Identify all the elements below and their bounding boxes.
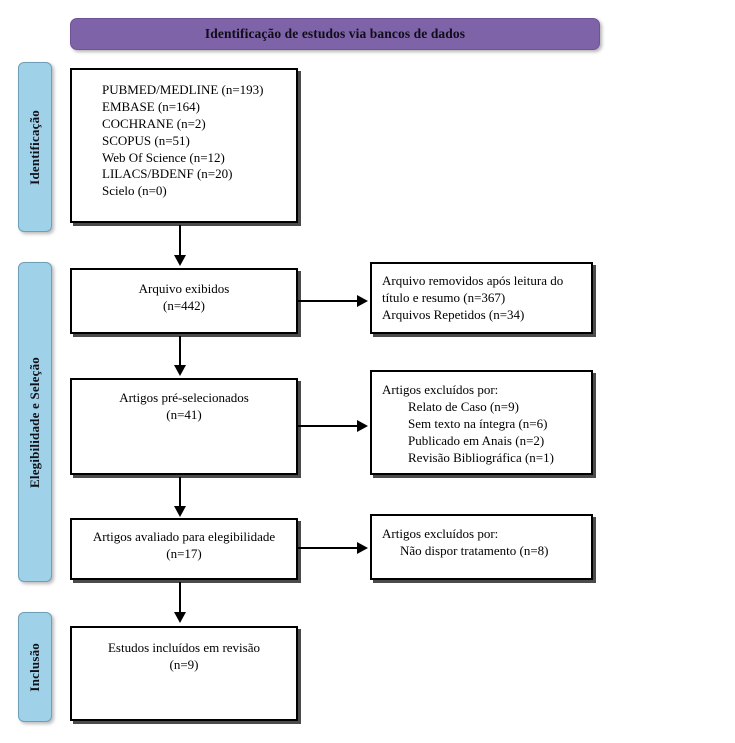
source-line: COCHRANE (n=2) xyxy=(102,115,206,131)
diagram-header-banner: Identificação de estudos via bancos de d… xyxy=(70,18,600,50)
excluded-reasons-header: Artigos excluídos por: xyxy=(382,382,499,397)
preselected-line-2: (n=41) xyxy=(166,406,202,422)
assessed-line-1: Artigos avaliado para elegibilidade xyxy=(92,529,276,544)
stage-label-text: Inclusão xyxy=(27,642,42,692)
diagram-title: Identificação de estudos via bancos de d… xyxy=(204,26,466,41)
source-line: Web Of Science (n=12) xyxy=(102,149,225,165)
box-sources: PUBMED/MEDLINE (n=193) EMBASE (n=164) CO… xyxy=(70,68,298,223)
included-line-1: Estudos incluídos em revisão xyxy=(107,640,260,655)
stage-label-identificacao: Identificação xyxy=(18,62,52,232)
screened-line-2: (n=442) xyxy=(163,297,205,313)
excluded-treatment-item: Não dispor tratamento (n=8) xyxy=(400,542,549,558)
box-excluded-reasons: Artigos excluídos por: Relato de Caso (n… xyxy=(370,370,593,475)
box-screened: Arquivo exibidos (n=442) xyxy=(70,268,298,334)
source-line: EMBASE (n=164) xyxy=(102,98,200,114)
excluded-reason-item: Revisão Bibliográfica (n=1) xyxy=(408,449,554,465)
source-line: LILACS/BDENF (n=20) xyxy=(102,166,233,182)
stage-label-inclusao: Inclusão xyxy=(18,612,52,722)
excluded-reason-item: Sem texto na íntegra (n=6) xyxy=(408,415,548,431)
box-removed: Arquivo removidos após leitura do título… xyxy=(370,262,593,334)
stage-label-text: Elegibilidade e Seleção xyxy=(27,356,42,488)
excluded-treatment-header: Artigos excluídos por: xyxy=(382,526,499,541)
source-line: PUBMED/MEDLINE (n=193) xyxy=(102,82,264,97)
screened-line-1: Arquivo exibidos xyxy=(138,281,230,296)
box-assessed: Artigos avaliado para elegibilidade (n=1… xyxy=(70,518,298,580)
source-line: Scielo (n=0) xyxy=(102,183,167,199)
excluded-reason-item: Relato de Caso (n=9) xyxy=(408,398,519,414)
box-included: Estudos incluídos em revisão (n=9) xyxy=(70,626,298,721)
box-excluded-treatment: Artigos excluídos por: Não dispor tratam… xyxy=(370,514,593,580)
preselected-line-1: Artigos pré-selecionados xyxy=(119,390,249,405)
removed-line-3: Arquivos Repetidos (n=34) xyxy=(382,306,525,322)
removed-line-1: Arquivo removidos após leitura do xyxy=(382,273,564,288)
source-line: SCOPUS (n=51) xyxy=(102,132,190,148)
box-preselected: Artigos pré-selecionados (n=41) xyxy=(70,378,298,475)
stage-label-text: Identificação xyxy=(27,109,42,185)
stage-label-elegibilidade: Elegibilidade e Seleção xyxy=(18,262,52,582)
assessed-line-2: (n=17) xyxy=(166,545,202,561)
excluded-reason-item: Publicado em Anais (n=2) xyxy=(408,432,545,448)
included-line-2: (n=9) xyxy=(169,656,199,672)
removed-line-2: título e resumo (n=367) xyxy=(382,289,506,305)
